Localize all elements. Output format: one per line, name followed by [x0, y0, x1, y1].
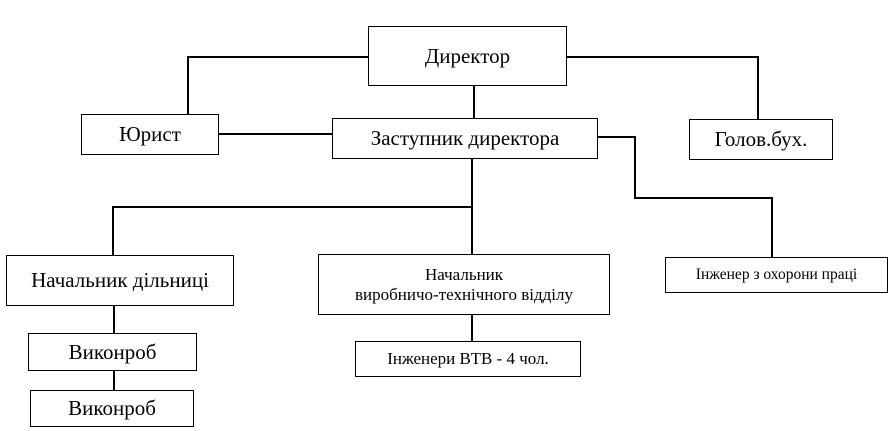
line-deputy-section-head [112, 206, 472, 255]
performer-box-1: Виконроб [28, 333, 197, 371]
safety-engineer-box: Інженер з охорони праці [665, 257, 888, 293]
performer-box-2: Виконроб [30, 390, 194, 427]
pto-head-box: Начальник виробничо-технічного відділу [318, 254, 610, 315]
line-director-lawyer [187, 56, 368, 114]
lawyer-label: Юрист [119, 122, 181, 147]
vtv-engineers-box: Інженери ВТВ - 4 чол. [355, 341, 581, 377]
line-director-chief-accountant [567, 56, 759, 119]
chief-accountant-box: Голов.бух. [689, 119, 833, 160]
vtv-engineers-label: Інженери ВТВ - 4 чол. [387, 349, 549, 369]
section-head-label: Начальник дільниці [31, 268, 209, 293]
director-box: Директор [368, 26, 567, 86]
performer-label-1: Виконроб [68, 339, 157, 364]
deputy-director-label: Заступник директора [370, 126, 560, 151]
lawyer-box: Юрист [81, 114, 219, 155]
safety-engineer-label: Інженер з охорони праці [695, 266, 858, 284]
deputy-director-box: Заступник директора [332, 118, 598, 159]
performer-label-2: Виконроб [68, 396, 156, 421]
section-head-box: Начальник дільниці [6, 255, 234, 306]
chief-accountant-label: Голов.бух. [714, 127, 808, 152]
pto-head-label-line2: виробничо-технічного відділу [355, 284, 573, 304]
line-deputy-safety-engineer [598, 136, 773, 257]
pto-head-label-line1: Начальник [424, 264, 504, 284]
director-label: Директор [424, 43, 511, 68]
